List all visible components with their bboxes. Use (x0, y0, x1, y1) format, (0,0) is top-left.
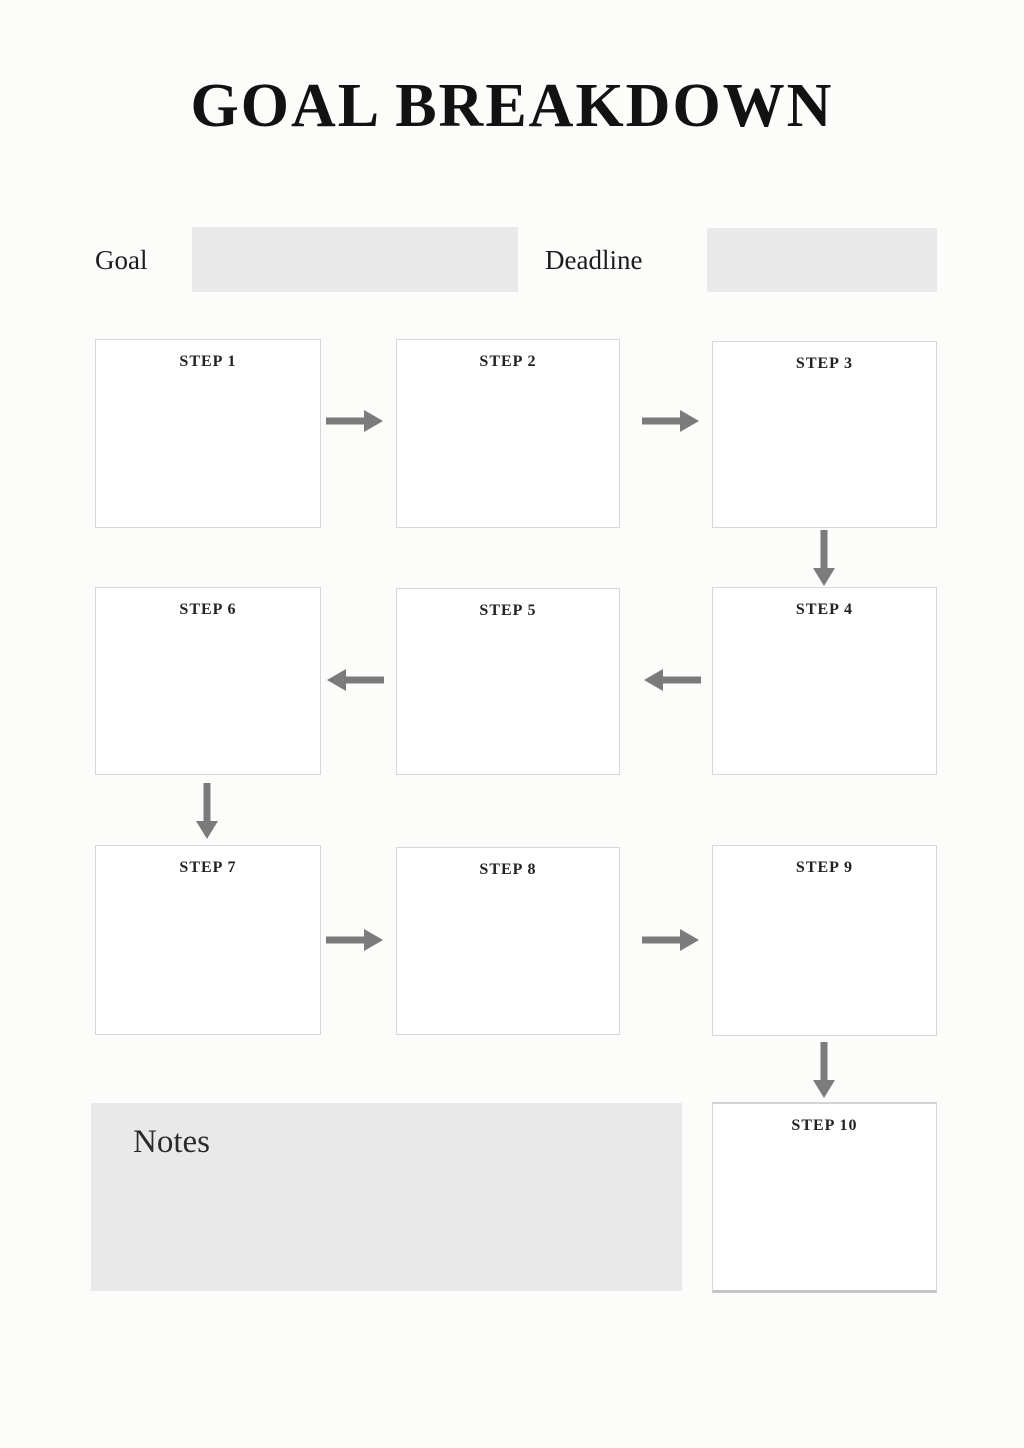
step-7-box[interactable]: STEP 7 (95, 845, 321, 1035)
step-10-box[interactable]: STEP 10 (712, 1102, 937, 1293)
deadline-input[interactable] (707, 228, 937, 292)
goal-input[interactable] (192, 227, 518, 292)
step-2-label: STEP 2 (479, 353, 537, 370)
page-title: GOAL BREAKDOWN (190, 72, 834, 140)
step-1-label: STEP 1 (179, 353, 237, 370)
goal-label: Goal (95, 245, 148, 275)
step-8-box[interactable]: STEP 8 (396, 847, 620, 1035)
arrow-right-icon (326, 410, 383, 432)
step-6-label: STEP 6 (179, 601, 237, 618)
arrow-right-icon (326, 929, 383, 951)
arrow-down-icon (196, 783, 218, 839)
step-5-label: STEP 5 (479, 602, 537, 619)
arrow-down-icon (813, 1042, 835, 1098)
notes-area[interactable]: Notes (91, 1103, 682, 1291)
step-7-label: STEP 7 (179, 859, 237, 876)
notes-label: Notes (133, 1124, 210, 1160)
step-3-label: STEP 3 (795, 355, 854, 372)
step-1-box[interactable]: STEP 1 (95, 339, 321, 528)
step-5-box[interactable]: STEP 5 (396, 588, 620, 775)
arrow-left-icon (327, 669, 384, 691)
step-4-box[interactable]: STEP 4 (712, 587, 937, 775)
arrow-down-icon (813, 530, 835, 586)
step-3-box[interactable]: STEP 3 (712, 341, 937, 528)
step-2-box[interactable]: STEP 2 (396, 339, 620, 528)
arrow-right-icon (642, 929, 699, 951)
deadline-label: Deadline (545, 245, 643, 275)
arrow-right-icon (642, 410, 699, 432)
step-9-box[interactable]: STEP 9 (712, 845, 937, 1036)
step-9-label: STEP 9 (795, 859, 854, 876)
step-6-box[interactable]: STEP 6 (95, 587, 321, 775)
arrow-left-icon (644, 669, 701, 691)
step-10-label: STEP 10 (791, 1117, 858, 1134)
step-8-label: STEP 8 (479, 861, 537, 878)
step-4-label: STEP 4 (795, 601, 854, 618)
